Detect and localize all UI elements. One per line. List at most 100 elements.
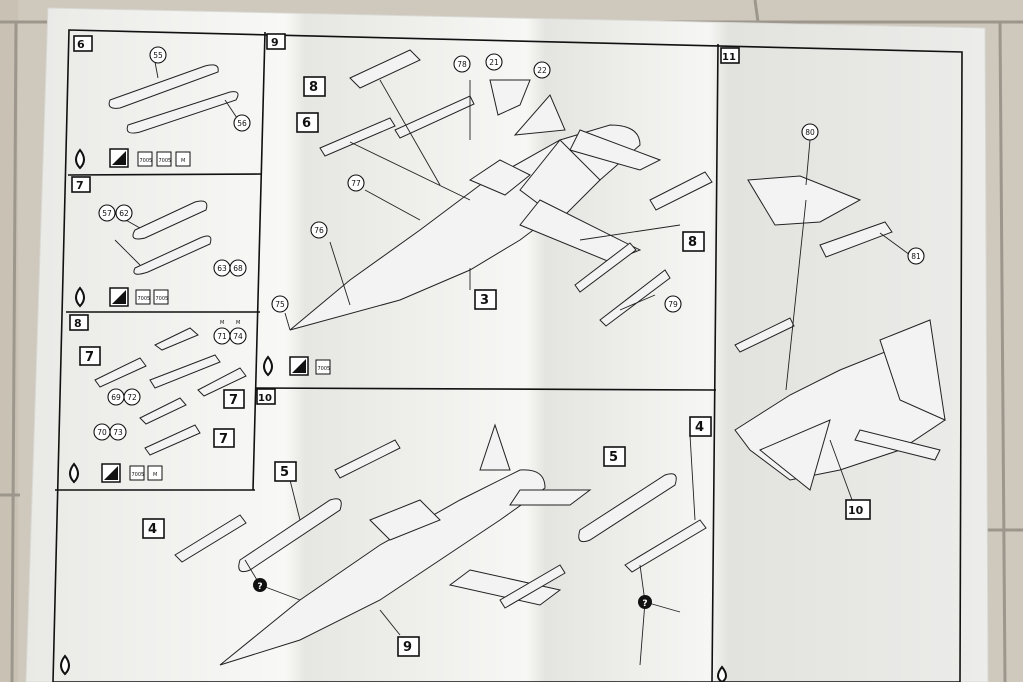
section-9-number-box bbox=[266, 33, 286, 50]
svg-text:?: ? bbox=[257, 582, 262, 592]
part-missile-lower bbox=[139, 397, 187, 425]
svg-text:8: 8 bbox=[688, 235, 697, 250]
callout-76: 76 bbox=[310, 221, 328, 239]
section-7-number-box bbox=[71, 176, 91, 193]
svg-text:M: M bbox=[153, 472, 157, 478]
weapon-missile bbox=[394, 95, 475, 139]
svg-text:6: 6 bbox=[302, 116, 311, 131]
part-missile-left bbox=[94, 357, 147, 388]
svg-text:?: ? bbox=[642, 599, 647, 609]
aircraft-lower-wing bbox=[759, 419, 831, 491]
svg-text:9: 9 bbox=[403, 640, 412, 655]
section-9: 9 78 21 bbox=[263, 33, 713, 377]
svg-text:75: 75 bbox=[275, 300, 285, 309]
paper-sheet bbox=[25, 7, 989, 682]
step-box-10: 10 bbox=[845, 499, 871, 520]
callout-69: 69 bbox=[107, 388, 125, 406]
svg-text:72: 72 bbox=[127, 393, 137, 402]
svg-text:7005: 7005 bbox=[318, 366, 331, 372]
glue-drop-icon bbox=[75, 286, 85, 308]
svg-text:73: 73 bbox=[113, 428, 123, 437]
callout-78: 78 bbox=[453, 55, 471, 73]
paint-pot: 7005 bbox=[156, 151, 172, 167]
glue-drop-icon bbox=[60, 654, 70, 676]
aircraft-fuselage bbox=[219, 469, 546, 666]
svg-text:5: 5 bbox=[280, 465, 289, 480]
paint-brush-icon bbox=[112, 151, 126, 165]
aircraft-fin bbox=[513, 94, 566, 136]
section-6-number: 6 bbox=[77, 38, 85, 51]
weapon-pylon-right bbox=[574, 242, 637, 293]
missile-left bbox=[174, 514, 247, 563]
svg-text:76: 76 bbox=[314, 226, 324, 235]
part-missile-bottom bbox=[144, 424, 201, 456]
section-8: 8 71 74 M M 69 72 70 73 bbox=[69, 314, 247, 484]
glue-drop-icon bbox=[717, 665, 727, 682]
step-box-4: 4 bbox=[689, 416, 712, 437]
svg-text:M: M bbox=[236, 320, 240, 326]
svg-text:69: 69 bbox=[111, 393, 121, 402]
weapon-missile-right bbox=[599, 269, 671, 327]
svg-text:M: M bbox=[181, 158, 185, 164]
svg-text:3: 3 bbox=[480, 293, 489, 308]
svg-text:4: 4 bbox=[695, 420, 704, 435]
svg-text:81: 81 bbox=[911, 252, 921, 261]
drop-tank-right bbox=[578, 473, 677, 543]
section-9-number: 9 bbox=[271, 36, 279, 49]
paint-pot: 7005 bbox=[137, 151, 153, 167]
step-box-7: 7 bbox=[213, 428, 235, 448]
weapon-rack bbox=[349, 49, 421, 89]
paint-brush-icon bbox=[292, 359, 306, 373]
callout-22: 22 bbox=[533, 61, 551, 79]
svg-text:7: 7 bbox=[219, 432, 228, 447]
svg-text:62: 62 bbox=[119, 209, 129, 218]
svg-text:7: 7 bbox=[85, 350, 94, 365]
weapon-tank bbox=[319, 117, 396, 157]
part-missile bbox=[132, 200, 208, 240]
section-11: 11 80 81 10 bbox=[717, 47, 946, 682]
question-mark-left: ? bbox=[253, 578, 267, 592]
svg-text:10: 10 bbox=[848, 504, 864, 517]
glue-drop-icon bbox=[75, 148, 85, 170]
svg-text:8: 8 bbox=[309, 80, 318, 95]
svg-text:57: 57 bbox=[102, 209, 112, 218]
svg-text:68: 68 bbox=[233, 264, 243, 273]
part-pylon bbox=[126, 91, 239, 134]
weapon-rack-lower bbox=[499, 564, 566, 609]
callout-56: 56 bbox=[233, 114, 251, 132]
step-box-9: 9 bbox=[397, 636, 420, 657]
section-10-number-box bbox=[256, 388, 276, 405]
aircraft-tailplane bbox=[569, 129, 662, 171]
paint-brush-icon bbox=[112, 290, 126, 304]
glue-drop-icon bbox=[69, 462, 79, 484]
svg-text:78: 78 bbox=[457, 60, 467, 69]
weapon-rack-right bbox=[854, 429, 941, 461]
svg-text:4: 4 bbox=[148, 522, 157, 537]
step-box-4: 4 bbox=[142, 518, 165, 539]
section-11-number-box bbox=[720, 47, 740, 64]
callout-79: 79 bbox=[664, 295, 682, 313]
step-box-8: 8 bbox=[682, 231, 705, 252]
svg-text:80: 80 bbox=[805, 128, 815, 137]
missile-right bbox=[624, 519, 707, 573]
svg-text:7005: 7005 bbox=[140, 158, 153, 164]
callout-57: 57 bbox=[98, 204, 116, 222]
callout-70: 70 bbox=[93, 423, 111, 441]
callout-62: 62 bbox=[115, 204, 133, 222]
step-box-8: 8 bbox=[303, 76, 326, 97]
step-box-5: 5 bbox=[603, 446, 626, 467]
callout-72: 72 bbox=[123, 388, 141, 406]
callout-74: 74 bbox=[229, 327, 247, 345]
section-7: 7 57 62 63 68 7005 7005 bbox=[71, 176, 247, 308]
part-81-strake bbox=[819, 221, 893, 258]
callout-68: 68 bbox=[229, 259, 247, 277]
callout-63: 63 bbox=[213, 259, 231, 277]
part-drop-tank-half bbox=[108, 64, 219, 109]
svg-text:M: M bbox=[220, 320, 224, 326]
glue-drop-icon bbox=[263, 355, 273, 377]
svg-text:56: 56 bbox=[237, 119, 247, 128]
svg-text:7: 7 bbox=[229, 393, 238, 408]
part-80-tailplane bbox=[747, 175, 862, 226]
part-missile-fins bbox=[133, 235, 212, 275]
